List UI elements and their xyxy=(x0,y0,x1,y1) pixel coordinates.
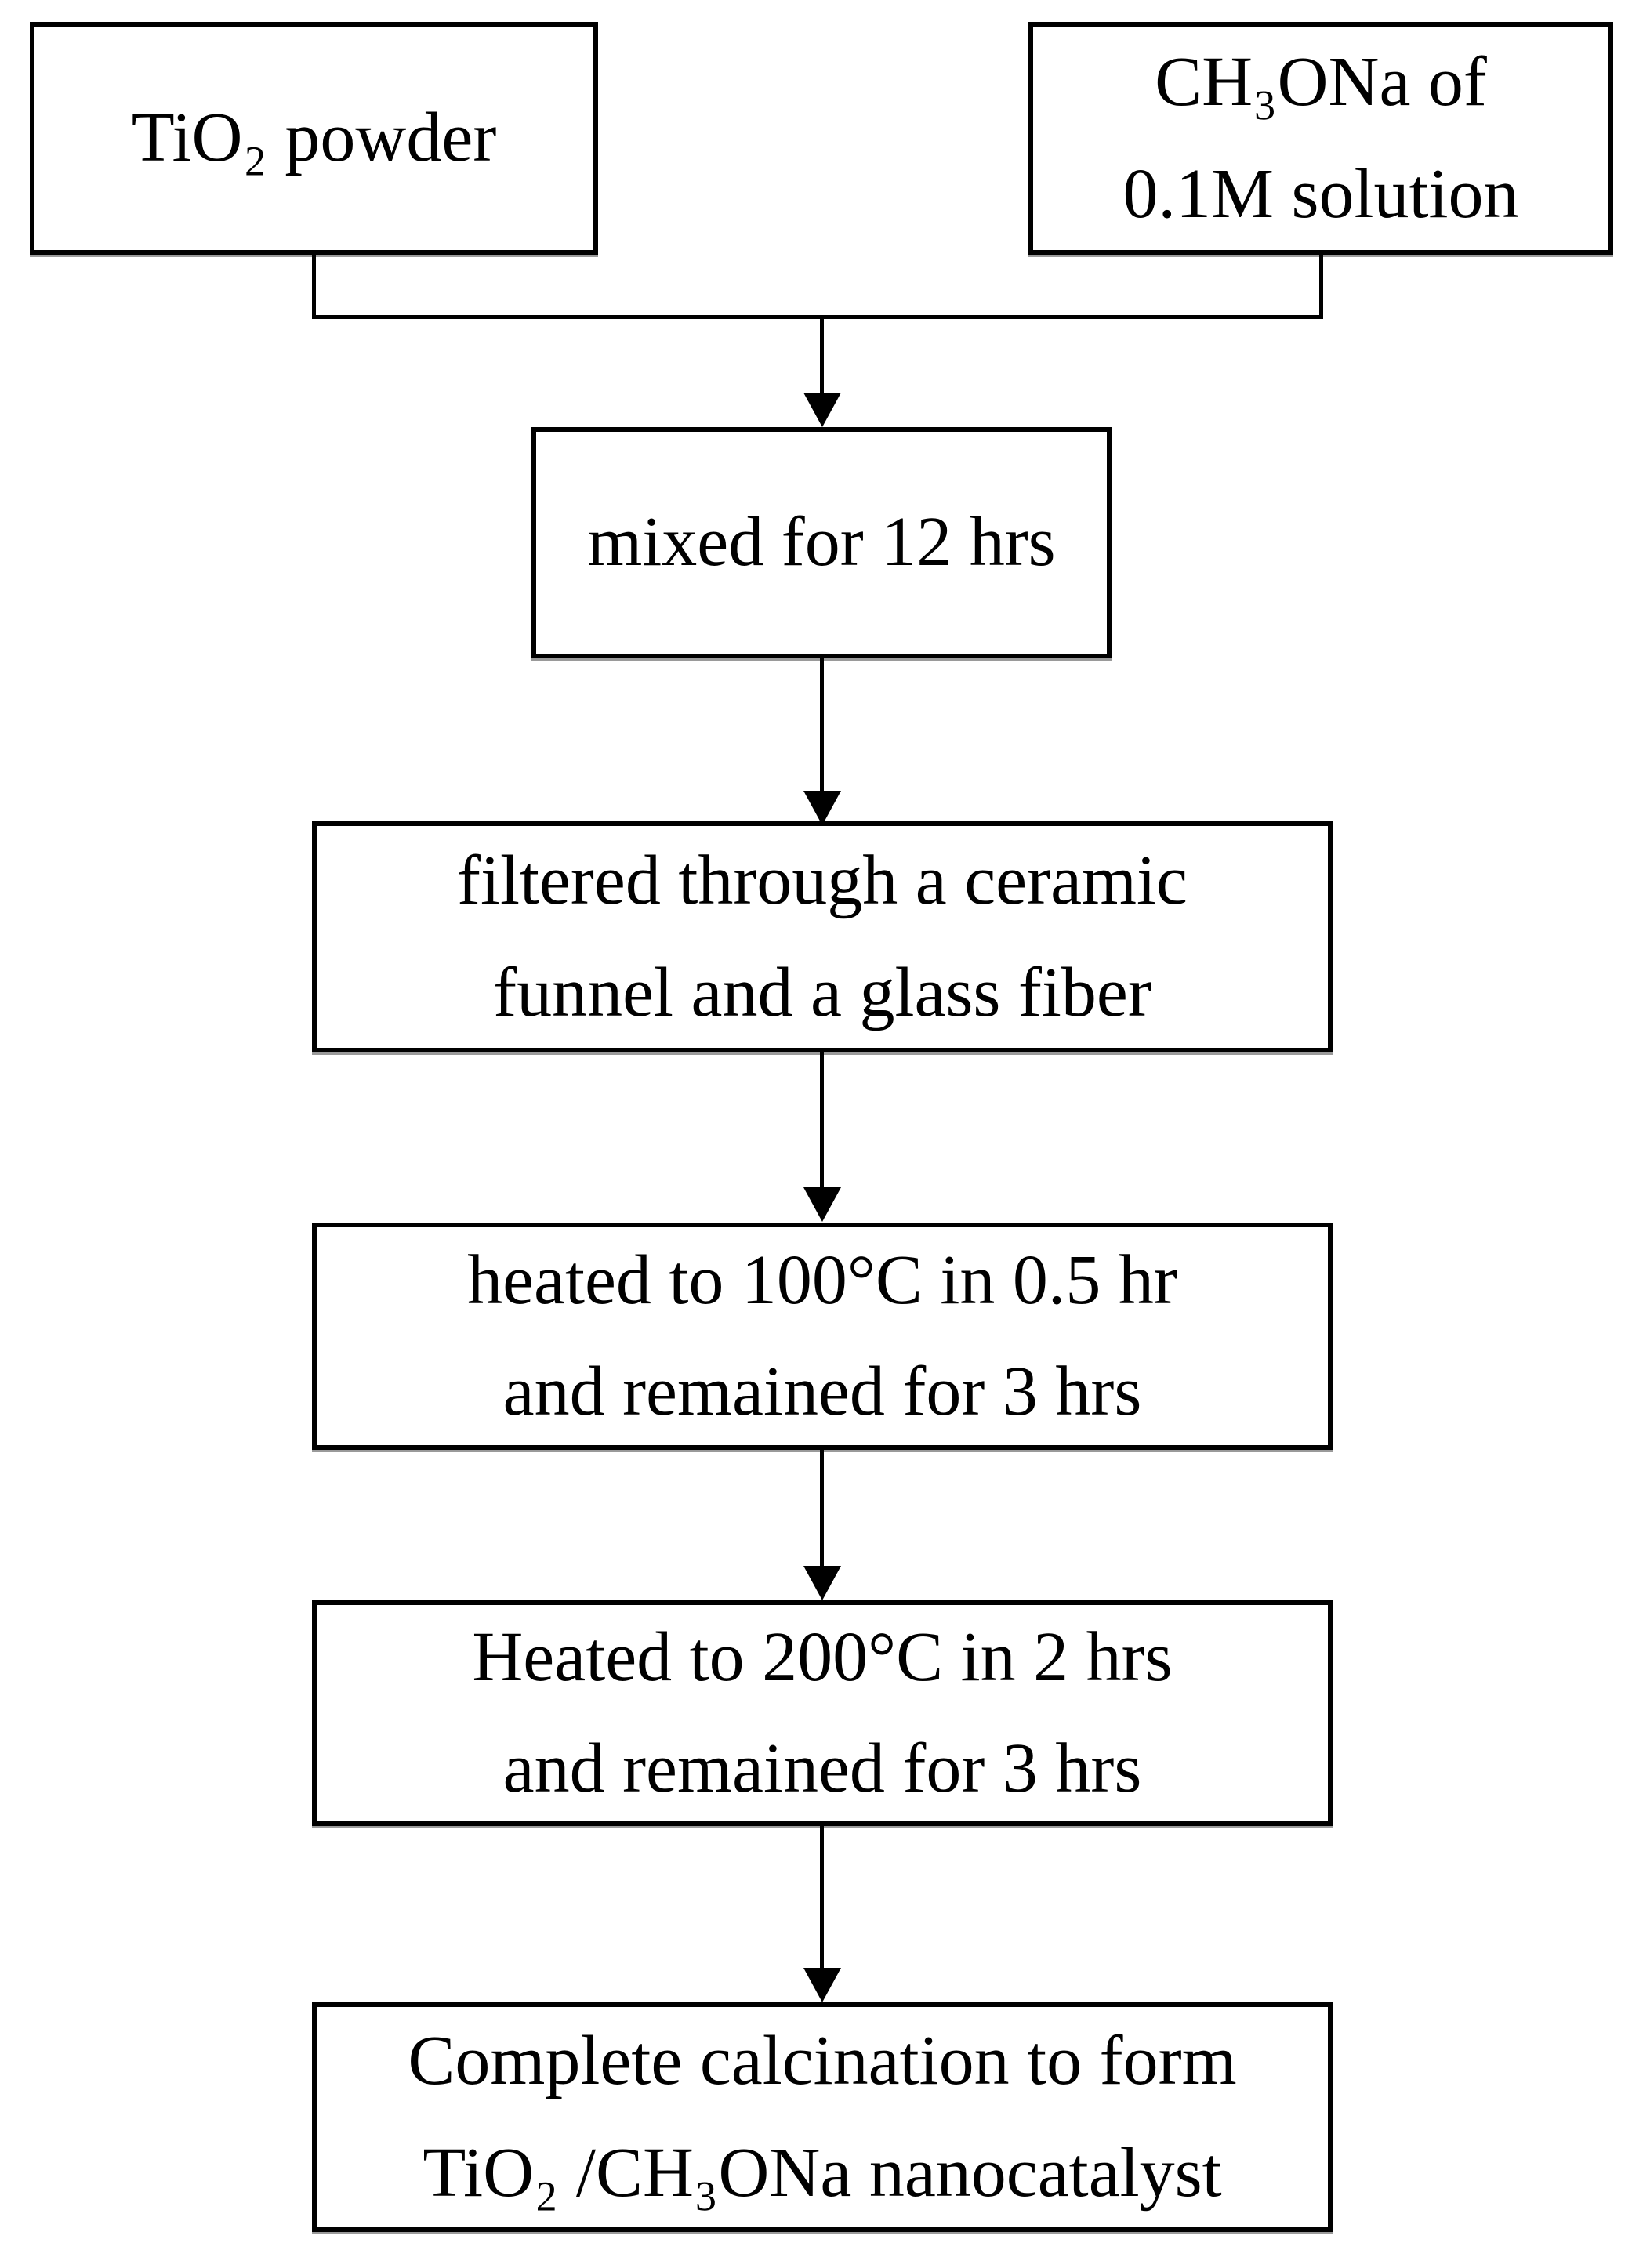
node-ch3ona-solution: CH₃ONa of 0.1M solution xyxy=(1028,22,1613,255)
arrow-down-head-icon xyxy=(803,1187,841,1222)
node-tio2-powder-label: TiO₂ powder xyxy=(131,99,497,177)
arrow-heated200-to-calcination-line xyxy=(820,1826,824,1971)
arrow-down-head-icon xyxy=(803,393,841,427)
arrow-filtered-to-heated100-line xyxy=(820,1052,824,1190)
node-calcination-label: Complete calcination to form TiO₂ /CH₃ON… xyxy=(408,2022,1237,2212)
connector-merge-line xyxy=(312,315,1323,319)
node-heated-100-label: heated to 100°C in 0.5 hr and remained f… xyxy=(467,1241,1177,1430)
node-mixed-label: mixed for 12 hrs xyxy=(587,503,1056,581)
node-heated-100: heated to 100°C in 0.5 hr and remained f… xyxy=(312,1223,1333,1450)
connector-stub-left xyxy=(312,253,316,319)
connector-stub-right xyxy=(1319,253,1323,319)
arrow-down-head-icon xyxy=(803,1968,841,2002)
arrow-down-head-icon xyxy=(803,791,841,825)
node-calcination: Complete calcination to form TiO₂ /CH₃ON… xyxy=(312,2002,1333,2232)
node-heated-200-label: Heated to 200°C in 2 hrs and remained fo… xyxy=(472,1618,1173,1807)
node-filtered: filtered through a ceramic funnel and a … xyxy=(312,821,1333,1052)
arrow-mixed-to-filtered-line xyxy=(820,658,824,793)
arrow-merge-to-mixed-line xyxy=(820,315,824,395)
node-heated-200: Heated to 200°C in 2 hrs and remained fo… xyxy=(312,1600,1333,1826)
node-ch3ona-solution-label: CH₃ONa of 0.1M solution xyxy=(1122,43,1519,233)
node-mixed: mixed for 12 hrs xyxy=(531,427,1112,658)
node-filtered-label: filtered through a ceramic funnel and a … xyxy=(456,842,1188,1031)
node-tio2-powder: TiO₂ powder xyxy=(30,22,598,255)
arrow-down-head-icon xyxy=(803,1566,841,1600)
arrow-heated100-to-heated200-line xyxy=(820,1450,824,1569)
